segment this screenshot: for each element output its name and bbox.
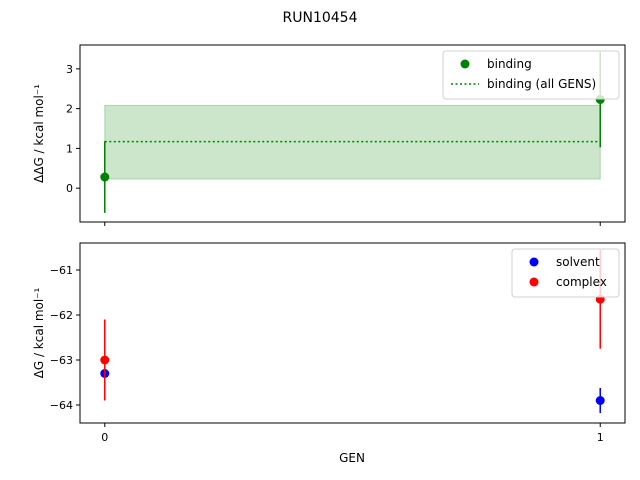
y-tick-label: −63 — [50, 354, 73, 367]
axes-frame — [79, 242, 626, 424]
y-tick-label: −64 — [50, 399, 73, 412]
legend: solvent complex — [511, 248, 620, 298]
legend-point-marker — [529, 257, 539, 267]
y-tick-label: 0 — [66, 182, 73, 195]
x-tick-label: 0 — [101, 431, 108, 444]
x-axis-label: GEN — [339, 451, 365, 465]
axes-frame — [79, 44, 626, 223]
bottom-axes: 0 1 −64 −63 −62 −61 ΔG / kcal mol⁻¹ solvent comp… — [32, 242, 626, 444]
legend-point-marker — [529, 277, 539, 287]
plot-area — [100, 51, 605, 213]
legend-label: binding (all GENS) — [487, 77, 596, 91]
y-tick-label: 1 — [66, 142, 73, 155]
y-axis-label: ΔG / kcal mol⁻¹ — [32, 287, 46, 378]
y-tick-label: −62 — [50, 309, 73, 322]
legend-label: binding — [487, 57, 532, 71]
binding-point — [100, 172, 110, 182]
x-tick-label: 1 — [597, 431, 604, 444]
legend-label: solvent — [556, 255, 600, 269]
y-tick-label: 2 — [66, 103, 73, 116]
figure-title: RUN10454 — [283, 10, 358, 26]
legend-box — [442, 50, 620, 100]
y-tick-label: −61 — [50, 264, 73, 277]
y-axis-label: ΔΔG / kcal mol⁻¹ — [32, 84, 46, 183]
y-tick-label: 3 — [66, 63, 73, 76]
solvent-point — [595, 396, 605, 405]
legend-point-marker — [460, 59, 470, 69]
legend: binding binding (all GENS) — [442, 50, 620, 100]
legend-label: complex — [556, 275, 607, 289]
legend-box — [511, 248, 620, 298]
complex-point — [100, 355, 110, 365]
